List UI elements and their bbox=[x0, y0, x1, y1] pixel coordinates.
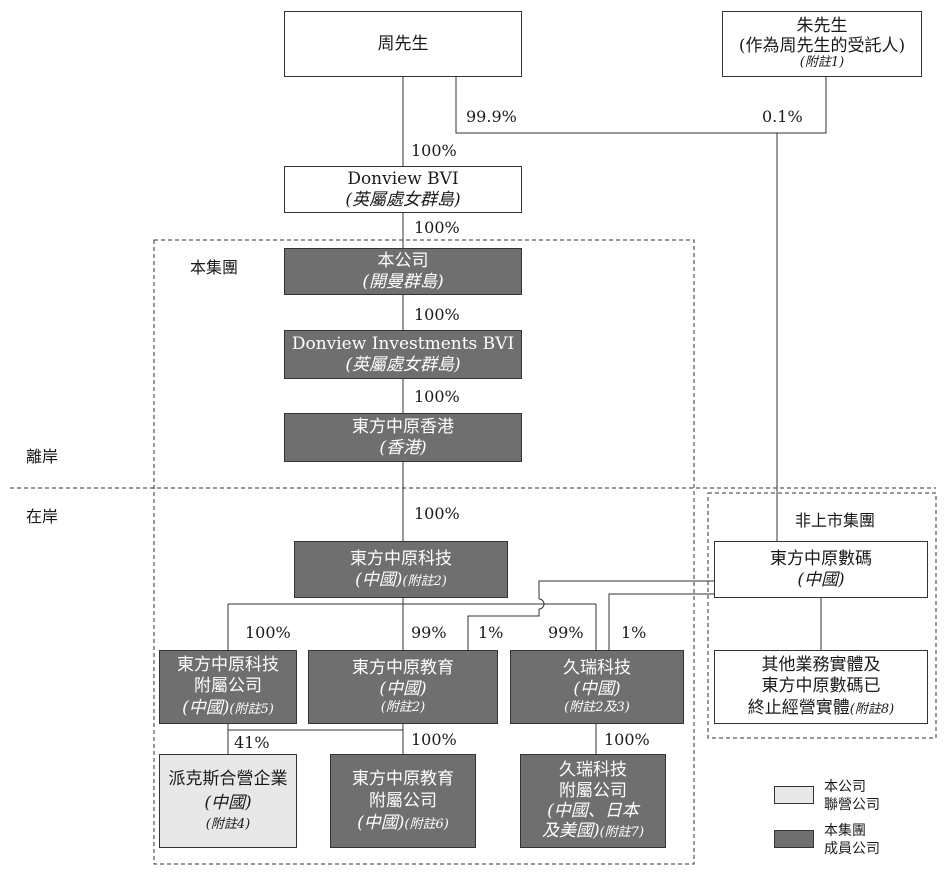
entity-donview-bvi: Donview BVI (英屬處女群島) bbox=[284, 166, 522, 213]
pct-jiurui-subs: 100% bbox=[604, 730, 650, 749]
pct-subs-paikesi: 41% bbox=[234, 733, 270, 752]
legend-associate-label: 本公司 聯營公司 bbox=[824, 779, 880, 814]
entity-line1: 久瑞科技 bbox=[559, 760, 627, 781]
entity-jiurui: 久瑞科技 (中國) (附註2及3) bbox=[510, 650, 684, 724]
entity-line1: 東方中原教育 bbox=[352, 768, 454, 789]
entity-jurisdiction: (香港) bbox=[379, 437, 427, 458]
entity-name: Donview BVI bbox=[347, 168, 459, 189]
entity-jurisdiction: (中國) bbox=[355, 569, 403, 590]
entity-jurisdiction: (中國) bbox=[379, 678, 427, 699]
pct-zhou-bvi: 100% bbox=[411, 141, 457, 160]
entity-note: (附註4) bbox=[205, 816, 251, 832]
pct-zhou-digital: 99.9% bbox=[466, 107, 517, 126]
pct-tech-jiurui: 99% bbox=[548, 623, 584, 642]
pct-tech-edu: 99% bbox=[411, 623, 447, 642]
pct-bvi-company: 100% bbox=[414, 218, 460, 237]
entity-paikesi: 派克斯合營企業 (中國) (附註4) bbox=[159, 754, 297, 848]
entity-jiurui-subsidiaries: 久瑞科技 附屬公司 (中國、日本 及美國)(附註7) bbox=[520, 754, 666, 848]
entity-jurisdiction: (英屬處女群島) bbox=[345, 354, 461, 375]
entity-note: (附註2) bbox=[380, 700, 426, 716]
pct-edu-subs: 100% bbox=[411, 730, 457, 749]
legend-associate-line1: 本公司 bbox=[824, 779, 866, 795]
entity-line2: 附屬公司 bbox=[559, 780, 627, 801]
pct-digital-edu: 1% bbox=[478, 623, 504, 642]
entity-jurisdiction-cont: 及美國) bbox=[541, 821, 600, 842]
legend-member-line1: 本集團 bbox=[824, 823, 866, 839]
entity-tech-subsidiaries: 東方中原科技 附屬公司 (中國)(附註5) bbox=[159, 650, 297, 724]
entity-company: 本公司 (開曼群島) bbox=[284, 248, 522, 295]
legend-member-line2: 成員公司 bbox=[824, 840, 880, 857]
entity-edu-subsidiaries: 東方中原教育 附屬公司 (中國)(附註6) bbox=[330, 754, 476, 848]
entity-dfzy-digital: 東方中原數碼 (中國) bbox=[714, 541, 928, 598]
entity-name: 周先生 bbox=[377, 33, 429, 54]
group-label: 本集團 bbox=[190, 258, 239, 277]
entity-note: (附註7) bbox=[599, 825, 645, 841]
entity-line3: 終止經營實體 bbox=[747, 697, 850, 718]
entity-note: (附註8) bbox=[849, 701, 895, 717]
entity-line1: 東方中原科技 bbox=[177, 655, 279, 676]
entity-jurisdiction: (中國) bbox=[182, 697, 230, 718]
entity-dfzy-tech: 東方中原科技 (中國)(附註2) bbox=[294, 541, 508, 598]
entity-jurisdiction: (開曼群島) bbox=[362, 271, 444, 292]
entity-note: (附註6) bbox=[404, 817, 449, 833]
entity-donview-investments: Donview Investments BVI (英屬處女群島) bbox=[284, 330, 522, 379]
entity-jurisdiction: (中國) bbox=[357, 813, 405, 834]
entity-note: (附註2) bbox=[402, 573, 447, 589]
entity-jurisdiction: (中國) bbox=[573, 678, 621, 699]
entity-dfzy-edu: 東方中原教育 (中國) (附註2) bbox=[308, 650, 498, 724]
pct-tech-subs: 100% bbox=[245, 623, 291, 642]
offshore-label: 離岸 bbox=[26, 447, 59, 466]
legend-associate-line2: 聯營公司 bbox=[824, 796, 880, 813]
legend-member-swatch bbox=[774, 830, 814, 848]
entity-line2: 東方中原數碼已 bbox=[761, 676, 881, 697]
pct-zhu-digital: 0.1% bbox=[762, 107, 803, 126]
entity-zhu: 朱先生 (作為周先生的受託人) (附註1) bbox=[722, 11, 922, 77]
entity-line2: 附屬公司 bbox=[194, 676, 262, 697]
entity-name: 東方中原香港 bbox=[352, 416, 454, 437]
entity-role: (作為周先生的受託人) bbox=[738, 35, 906, 56]
entity-note: (附註2及3) bbox=[564, 700, 630, 716]
legend-member-label: 本集團 成員公司 bbox=[824, 823, 880, 858]
entity-line1: 其他業務實體及 bbox=[761, 655, 881, 676]
entity-zhou: 周先生 bbox=[284, 11, 522, 77]
entity-jurisdiction: (中國) bbox=[797, 569, 845, 590]
entity-name: 本公司 bbox=[377, 250, 429, 271]
entity-name: Donview Investments BVI bbox=[291, 333, 515, 354]
entity-name: 東方中原科技 bbox=[350, 548, 452, 569]
entity-note: (附註1) bbox=[799, 55, 845, 71]
pct-digital-jiurui: 1% bbox=[621, 623, 647, 642]
entity-name: 東方中原教育 bbox=[352, 657, 454, 678]
entity-jurisdiction: (英屬處女群島) bbox=[345, 189, 461, 210]
pct-inv-hk: 100% bbox=[414, 387, 460, 406]
entity-name: 東方中原數碼 bbox=[770, 548, 872, 569]
pct-company-inv: 100% bbox=[414, 305, 460, 324]
entity-line2: 附屬公司 bbox=[369, 790, 437, 811]
legend-associate-swatch bbox=[774, 786, 814, 804]
pct-hk-tech: 100% bbox=[414, 504, 460, 523]
entity-jurisdiction: (中國、日本 bbox=[547, 801, 639, 821]
onshore-label: 在岸 bbox=[26, 507, 59, 526]
entity-name: 朱先生 bbox=[796, 15, 848, 36]
entity-jurisdiction: (中國) bbox=[204, 792, 252, 813]
entity-dfzy-hk: 東方中原香港 (香港) bbox=[284, 413, 522, 462]
entity-other-business: 其他業務實體及 東方中原數碼已 終止經營實體(附註8) bbox=[714, 650, 928, 724]
entity-name: 久瑞科技 bbox=[563, 657, 631, 678]
entity-name: 派克斯合營企業 bbox=[168, 769, 288, 790]
unlisted-group-label: 非上市集團 bbox=[795, 511, 876, 530]
entity-note: (附註5) bbox=[229, 701, 274, 717]
